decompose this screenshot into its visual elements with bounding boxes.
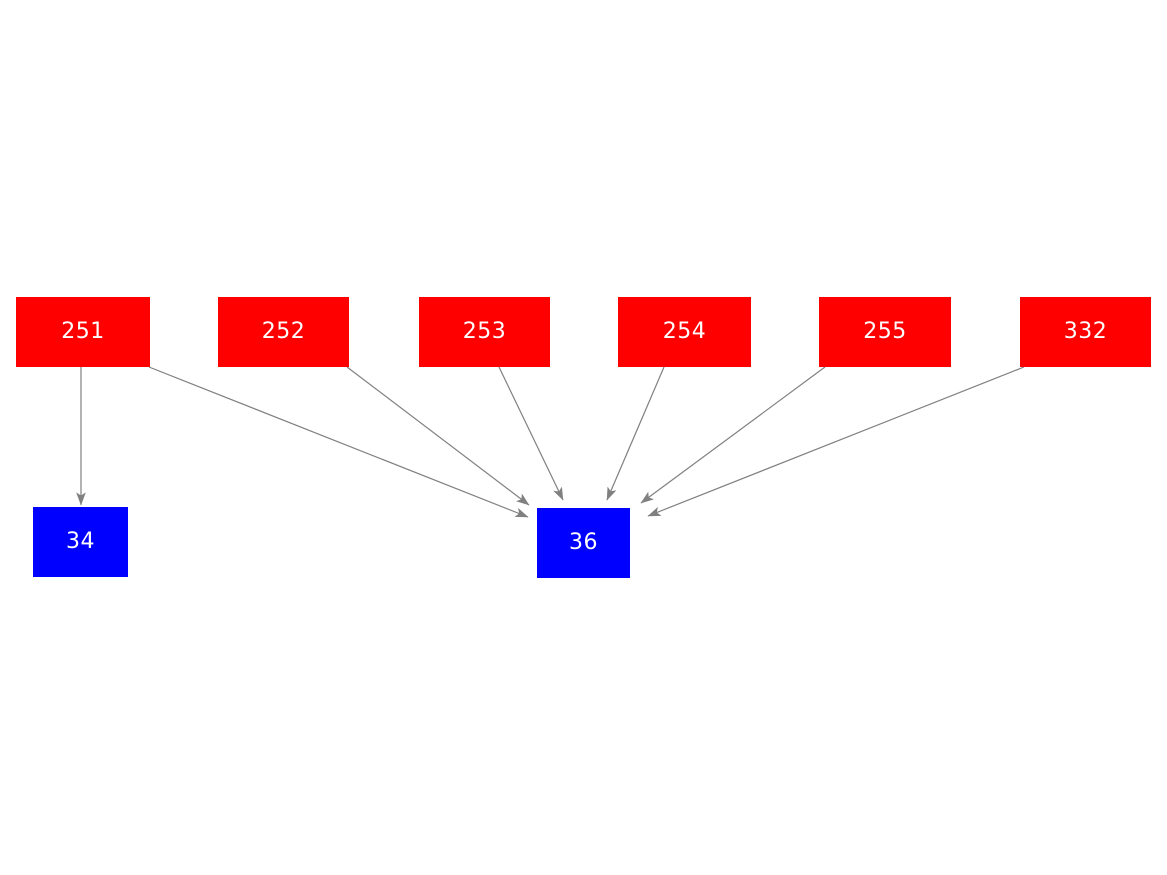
graph-node-332[interactable]: 332 [1020, 297, 1151, 367]
graph-edge-252-to-36 [346, 366, 530, 506]
graph-node-251[interactable]: 251 [16, 297, 150, 367]
node-label-251: 251 [61, 319, 105, 344]
node-label-36: 36 [569, 530, 598, 555]
graph-node-252[interactable]: 252 [218, 297, 349, 367]
node-label-252: 252 [261, 319, 306, 344]
graph-edge-332-to-36 [647, 366, 1025, 517]
node-label-332: 332 [1063, 319, 1108, 344]
node-label-253: 253 [462, 319, 507, 344]
graph-edge-251-to-36 [148, 366, 529, 518]
graph-node-253[interactable]: 253 [419, 297, 550, 367]
graph-node-34[interactable]: 34 [33, 507, 128, 577]
node-label-255: 255 [863, 319, 907, 344]
graph-edge-253-to-36 [498, 366, 564, 501]
graph-edge-255-to-36 [640, 366, 826, 504]
graph-node-36[interactable]: 36 [537, 508, 630, 578]
graph-node-254[interactable]: 254 [618, 297, 751, 367]
node-label-34: 34 [66, 529, 95, 554]
edges-group [76, 366, 1025, 518]
graph-node-255[interactable]: 255 [819, 297, 951, 367]
graph-edge-254-to-36 [606, 366, 665, 501]
node-label-254: 254 [662, 319, 707, 344]
